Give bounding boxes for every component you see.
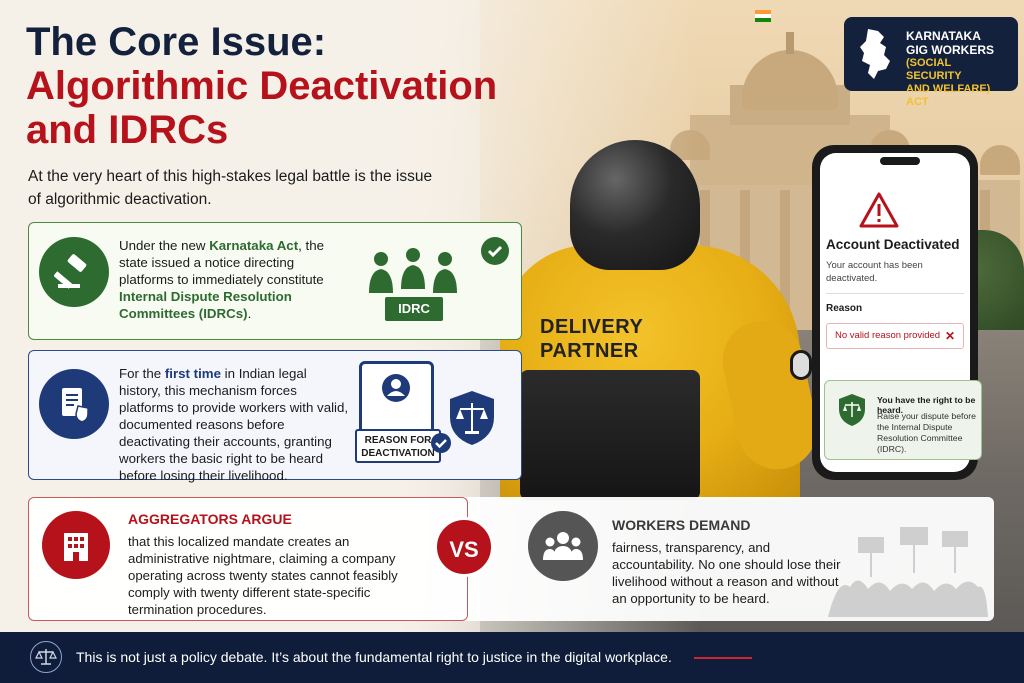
close-icon: ✕ (944, 329, 955, 343)
versus-section: AGGREGATORS ARGUE that this localized ma… (28, 497, 994, 621)
warning-icon (859, 192, 899, 228)
protest-crowd-illustration (828, 527, 988, 617)
vs-badge: VS (434, 517, 494, 577)
document-shield-icon (39, 369, 109, 439)
card1-mid: , the state issued a notice directing pl… (119, 238, 324, 287)
jacket-line2: PARTNER (540, 340, 639, 362)
right-to-be-heard-card: You have the right to be heard. Raise yo… (824, 380, 982, 460)
footer-bar: This is not just a policy debate. It’s a… (0, 632, 1024, 683)
right-card-title: You have the right to be heard. (877, 395, 976, 415)
idrc-tag: IDRC (385, 297, 443, 321)
check-icon (481, 237, 509, 265)
check-icon (431, 433, 451, 453)
karnataka-act-text: Under the new Karnataka Act, the state i… (119, 237, 339, 322)
gavel-icon (39, 237, 109, 307)
right-card-desc: Raise your dispute before the Internal D… (877, 411, 976, 454)
delivery-bag (520, 370, 700, 500)
delivery-rider-illustration: DELIVERY PARTNER (500, 140, 825, 500)
aggregators-text: that this localized mandate creates an a… (128, 534, 398, 617)
scales-of-justice-icon (30, 641, 62, 673)
reason-for-deactivation-tag: REASON FOR DEACTIVATION (355, 429, 441, 463)
act-line2: GIG WORKERS (906, 43, 995, 57)
footer-accent-line (694, 657, 752, 659)
workers-text: fairness, transparency, and accountabili… (612, 540, 841, 606)
workers-group-icon (528, 511, 598, 581)
headline-line2: Algorithmic Deactivation and IDRCs (26, 64, 498, 152)
first-time-card: For the first time in Indian legal histo… (28, 350, 522, 483)
act-badge: KARNATAKA GIG WORKERS (SOCIAL SECURITY A… (844, 17, 1018, 108)
user-document-illustration (359, 361, 434, 441)
act-line4: AND WELFARE) ACT (906, 83, 991, 108)
idrc-committee-illustration: IDRC (357, 245, 469, 327)
building-icon (42, 511, 110, 579)
rider-helmet (570, 140, 700, 270)
card1-highlight-idrc: Internal Dispute Resolution Committees (… (119, 289, 292, 321)
card2-highlight-first-time: first time (164, 366, 221, 381)
act-line1: KARNATAKA (906, 29, 981, 43)
reason-label: Reason (826, 303, 863, 314)
card2-post: in Indian legal history, this mechanism … (119, 366, 349, 483)
card1-pre: Under the new (119, 238, 210, 253)
card1-highlight-karnataka-act: Karnataka Act (209, 238, 299, 253)
act-line3: (SOCIAL SECURITY (906, 57, 962, 82)
justice-shield-icon (839, 394, 865, 426)
phone-divider (826, 293, 964, 294)
aggregators-title: AGGREGATORS ARGUE (128, 511, 292, 527)
account-deactivated-title: Account Deactivated (826, 237, 960, 252)
headline-line1: The Core Issue: (26, 20, 327, 64)
karnataka-map-icon (860, 29, 890, 79)
card1-post: . (247, 306, 252, 321)
first-time-text: For the first time in Indian legal histo… (119, 365, 349, 484)
india-flag-icon (755, 10, 771, 22)
jacket-line1: DELIVERY (540, 316, 644, 338)
scooter-mirror (790, 350, 812, 380)
workers-title: WORKERS DEMAND (612, 517, 751, 533)
footer-text: This is not just a policy debate. It’s a… (76, 649, 672, 665)
intro-text: At the very heart of this high-stakes le… (28, 168, 433, 208)
phone-notch (880, 157, 920, 165)
justice-shield-icon (450, 391, 494, 445)
card2-pre: For the (119, 366, 165, 381)
jacket-text: DELIVERY PARTNER (540, 315, 643, 363)
account-deactivated-desc: Your account has been deactivated. (826, 260, 923, 284)
karnataka-act-card: Under the new Karnataka Act, the state i… (28, 222, 522, 340)
reason-value: No valid reason provided (835, 330, 941, 341)
reason-value-box: No valid reason provided ✕ (826, 323, 964, 349)
